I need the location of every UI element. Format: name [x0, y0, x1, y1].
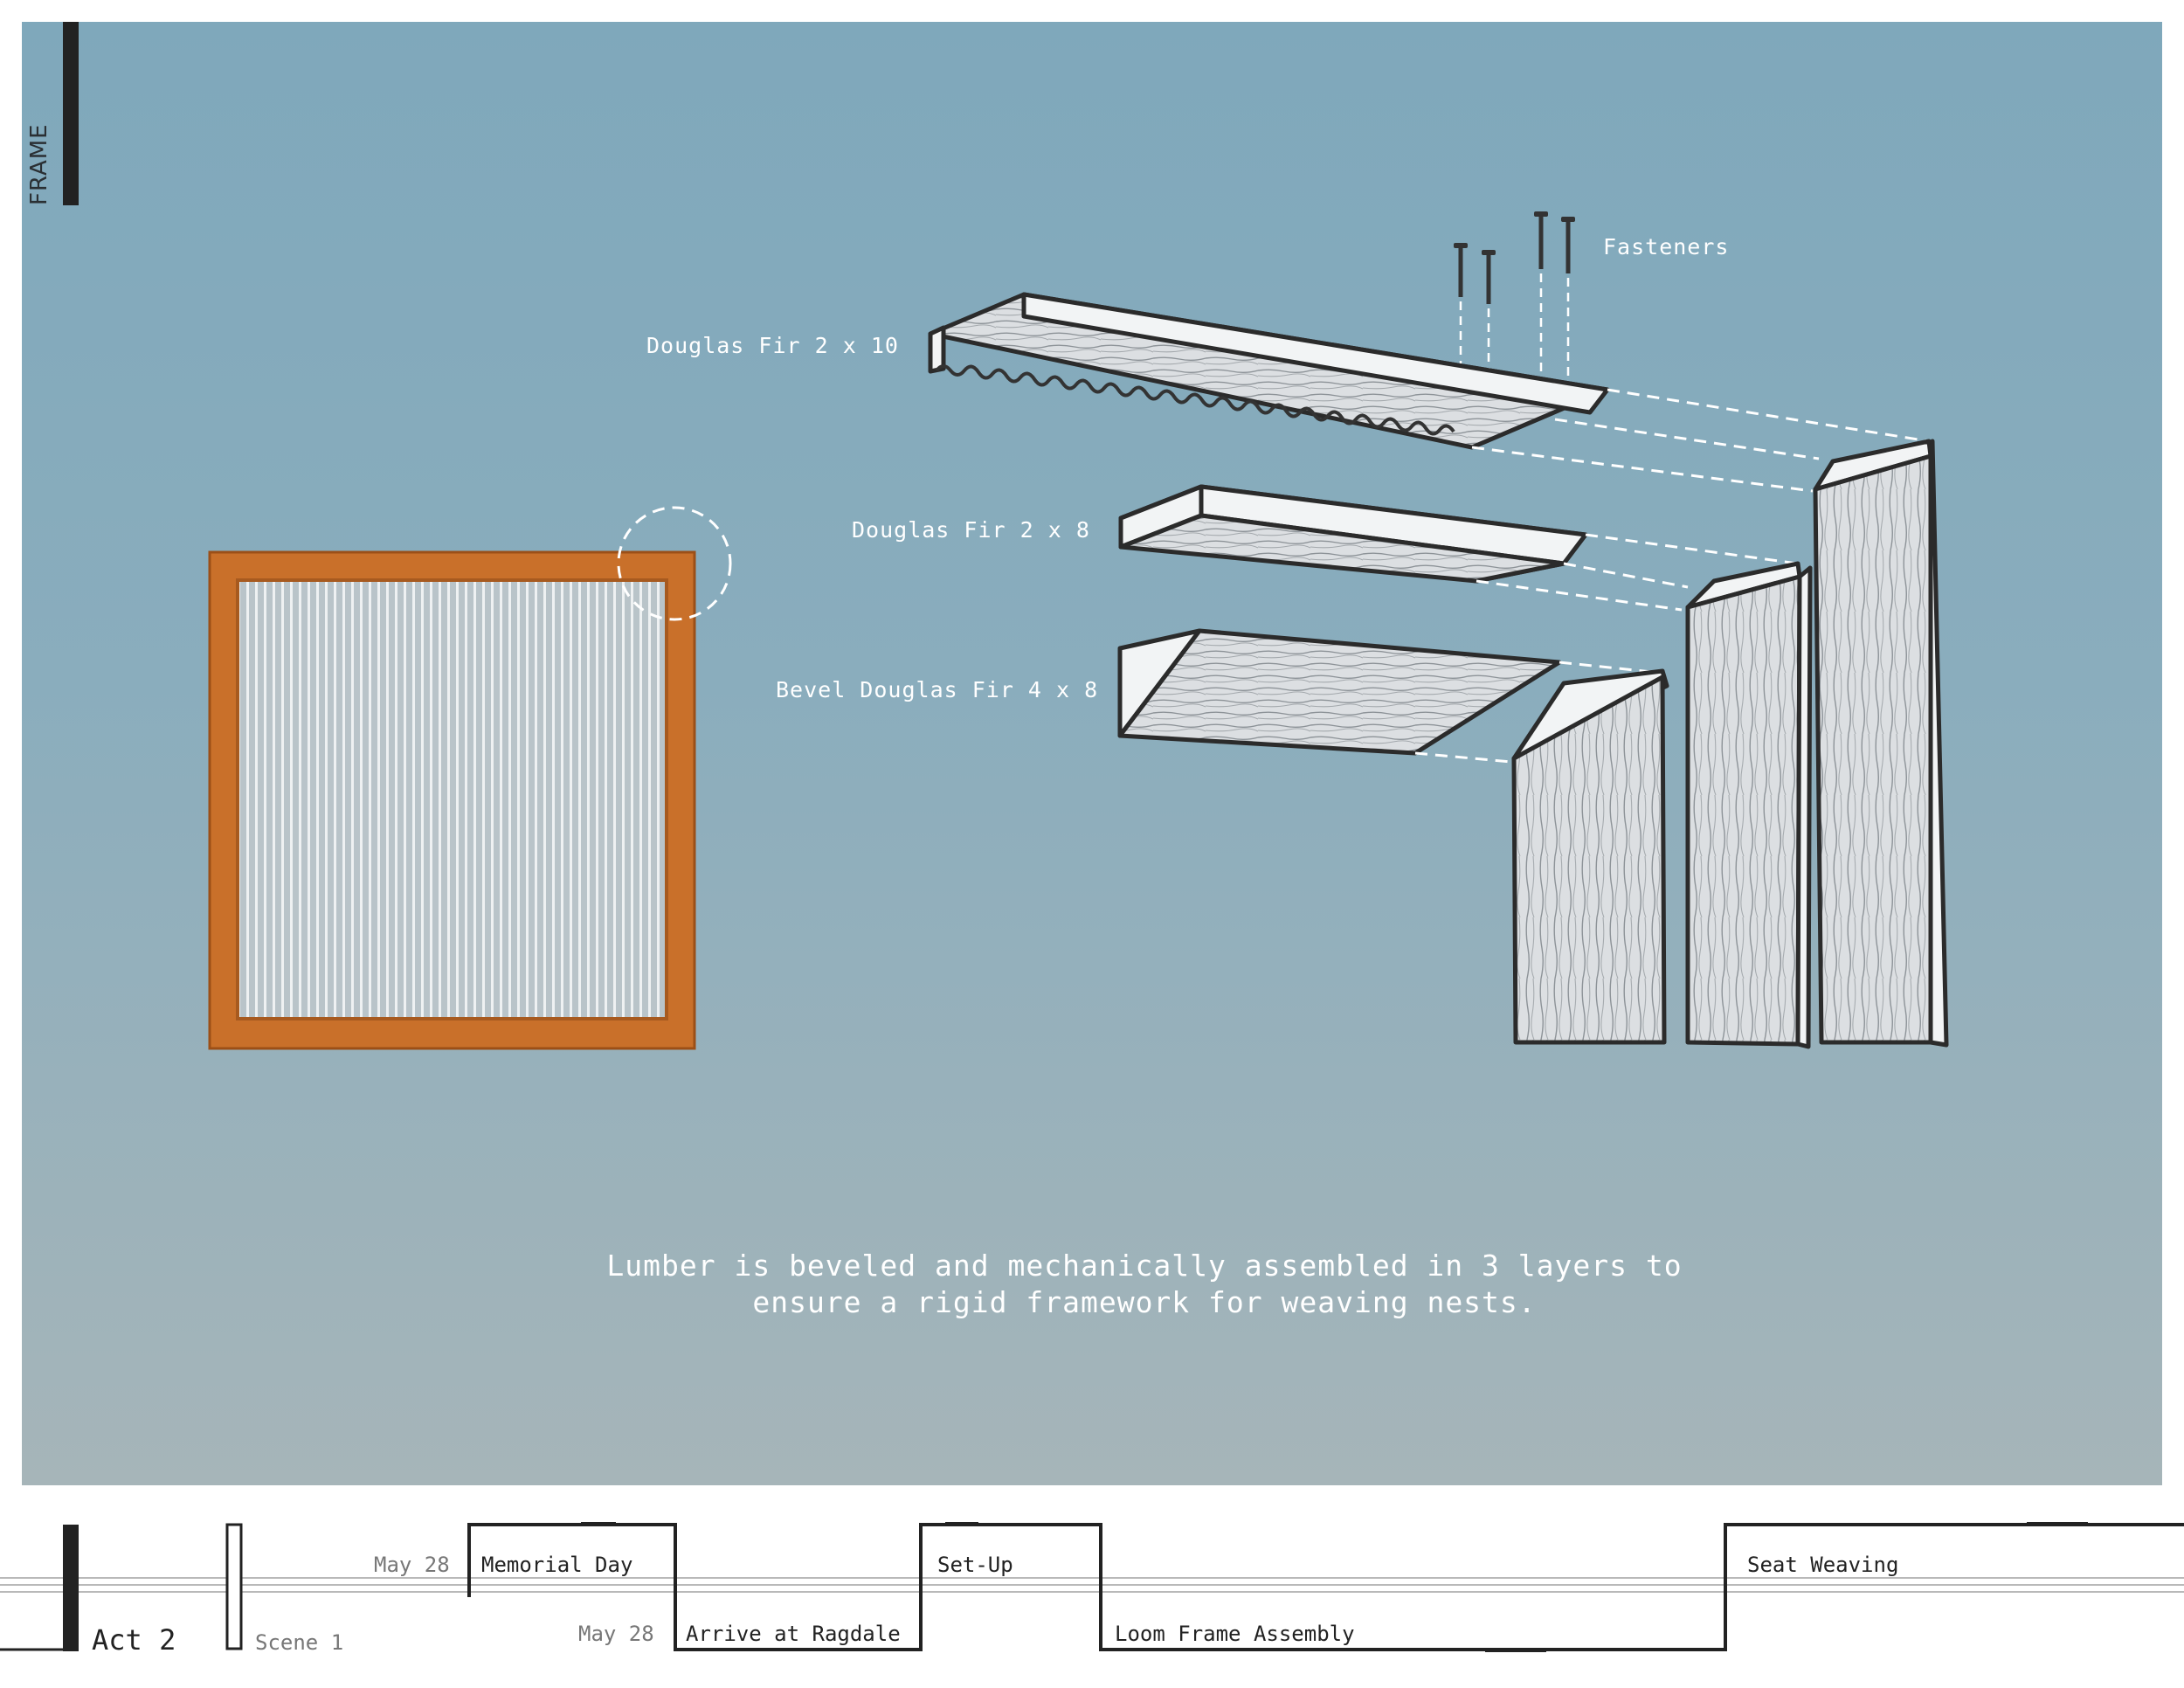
post-bevel — [1511, 668, 1669, 1045]
post-tall — [1813, 439, 1949, 1048]
timeline-date-2: May 28 — [578, 1622, 654, 1646]
loom-frame-photo — [208, 550, 696, 1050]
timeline-event-memorial-day: Memorial Day — [481, 1553, 633, 1577]
caption-line-2: ensure a rigid framework for weaving nes… — [752, 1285, 1537, 1319]
timeline-scene: Scene 1 — [255, 1630, 344, 1655]
board-bevel-fir-4x8 — [1117, 628, 1562, 756]
timeline-graphics — [0, 1522, 2184, 1652]
timeline-date-1: May 28 — [374, 1553, 450, 1577]
timeline-event-loom-frame-assembly: Loom Frame Assembly — [1115, 1622, 1355, 1646]
post-middle — [1685, 561, 1813, 1049]
board-fir-2x10 — [928, 292, 1610, 450]
label-fasteners: Fasteners — [1603, 234, 1730, 259]
section-marker-bar — [63, 22, 79, 205]
timeline-act: Act 2 — [92, 1623, 176, 1657]
label-bevel-fir-4x8: Bevel Douglas Fir 4 x 8 — [776, 677, 1099, 702]
label-fir-2x10: Douglas Fir 2 x 10 — [646, 333, 899, 358]
label-fir-2x8: Douglas Fir 2 x 8 — [852, 517, 1090, 543]
detail-callout-circle — [617, 506, 732, 621]
timeline-event-arrive-at-ragdale: Arrive at Ragdale — [686, 1622, 901, 1646]
caption-line-1: Lumber is beveled and mechanically assem… — [606, 1249, 1683, 1283]
timeline-event-seat-weaving: Seat Weaving — [1747, 1553, 1899, 1577]
board-fir-2x8 — [1118, 484, 1588, 584]
timeline-event-set-up: Set-Up — [937, 1553, 1013, 1577]
fasteners — [1458, 215, 1571, 304]
diagram-caption: Lumber is beveled and mechanically assem… — [489, 1248, 1800, 1321]
